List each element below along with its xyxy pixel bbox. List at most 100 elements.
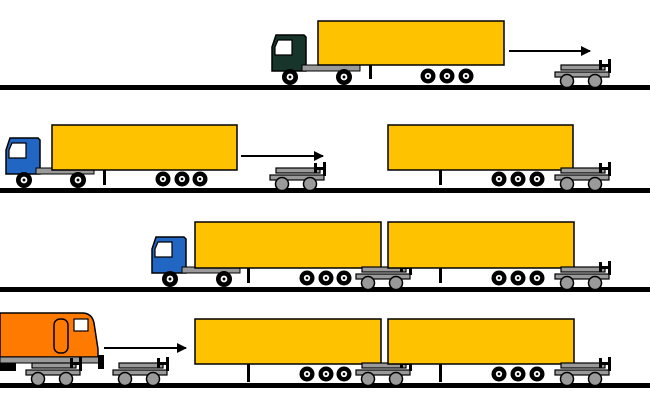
bogie-end-plate [608,261,611,275]
wheel-center [342,75,346,79]
bogie-frame [554,71,610,78]
locomotive-coupler [98,355,104,369]
bogie-post [599,60,602,70]
trailer-axles [155,171,208,187]
wheel-center [426,74,430,78]
bogie-wheel [117,371,133,387]
wheel-center [497,372,501,376]
tractor [271,34,361,85]
bogie-coupler [602,64,609,67]
wheel-center [535,276,539,280]
trailer-box [194,221,382,269]
ground-line [0,287,650,292]
trailer-axles [420,68,474,84]
trailer [387,221,575,283]
bogie-post [70,358,73,368]
bogie-end-plate [166,357,169,371]
bogie-deck [560,64,606,71]
wheel-center [342,372,346,376]
wheel-center [324,372,328,376]
wheel-center [305,372,309,376]
bogie-post [314,163,317,173]
trailer-axles [299,270,352,286]
bogie-wheel [587,73,603,89]
locomotive-door [53,318,69,354]
bogie-end-plate [608,357,611,371]
bogie-deck [560,362,606,369]
tractor [5,137,95,188]
bogie-deck [361,362,407,369]
trailer-box [387,318,575,365]
bogie-wheel [145,371,161,387]
bogie-deck [118,362,164,369]
bogie-wheel [388,371,404,387]
bogie-wheel [559,73,575,89]
landing-leg [247,364,250,382]
wheel-center [180,177,184,181]
bogie-post [599,262,602,272]
bogie-wheel [360,371,376,387]
bogie-frame [25,369,81,376]
bogie-deck [560,167,606,174]
trailer [194,318,382,382]
landing-leg [369,65,372,79]
bogie-wheel [58,371,74,387]
rail-bogie [554,357,611,387]
trailer [194,221,382,283]
bogie-wheel [274,176,290,192]
trailer-axles [491,171,545,187]
bogie-deck [275,167,321,174]
bogie-wheel [360,275,376,291]
wheel-center [497,177,501,181]
wheel-center [161,177,165,181]
wheel-center [342,276,346,280]
bogie-end-plate [608,59,611,73]
trailer-axles [299,366,352,382]
trailer-axles [491,366,545,382]
wheel-center [516,372,520,376]
cab-window [274,39,293,56]
ground-line [0,188,650,193]
bogie-frame [355,369,411,376]
wheel-center [305,276,309,280]
bogie-wheel [302,176,318,192]
bogie-deck [31,362,77,369]
wheel-center [497,276,501,280]
rail-bogie [25,357,82,387]
landing-leg [439,170,442,185]
rail-bogie [554,59,611,89]
bogie-frame [554,174,610,181]
wheel-center [288,75,292,79]
bogie-wheel [559,371,575,387]
bogie-frame [554,273,610,280]
trailer-box [387,221,575,269]
wheel-center [168,277,172,281]
bogie-wheel [587,176,603,192]
landing-leg [247,268,250,283]
trailer [317,20,505,79]
bogie-wheel [30,371,46,387]
bogie-end-plate [79,357,82,371]
locomotive-fuel-tank [0,363,16,371]
wheel-center [222,277,226,281]
trailer-box [387,124,574,171]
cab-window [154,241,173,258]
landing-leg [439,364,442,382]
chassis [301,64,361,72]
bogie-wheel [559,176,575,192]
locomotive [0,312,104,371]
bogie-end-plate [608,162,611,176]
locomotive-window [73,318,89,332]
wheel-center [464,74,468,78]
bogie-frame [554,369,610,376]
bogie-coupler [602,167,609,170]
bogie-post [599,163,602,173]
bogie-wheel [587,275,603,291]
cab-window [8,142,27,159]
bogie-wheel [587,371,603,387]
trailer-box [194,318,382,365]
bogie-coupler [602,266,609,269]
trailer [387,318,575,382]
ground-line [0,383,650,388]
